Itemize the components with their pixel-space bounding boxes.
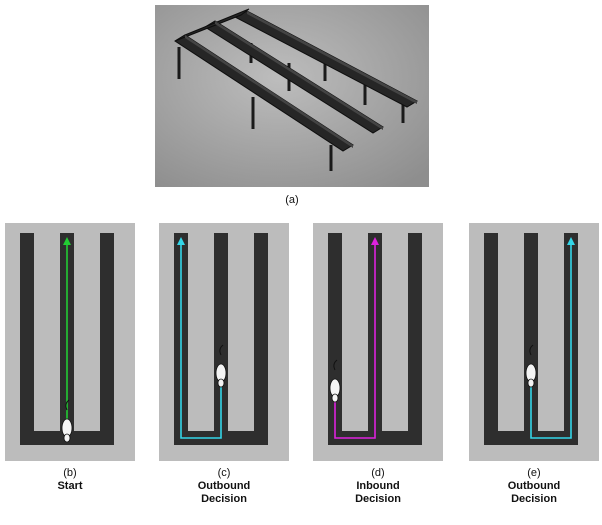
rat-icon [215,344,227,388]
rat-icon [525,344,537,388]
panel-title: Start [57,480,83,492]
panel-tag: (d) [371,467,385,479]
panel-title: Decision [511,493,557,505]
panel-title: Outbound [507,480,561,492]
rat-icon [61,399,73,443]
panel-title: Inbound [356,480,400,492]
w-maze-3d-render [155,5,429,187]
panel-tag: (b) [63,467,77,479]
w-maze-topview-4 [469,223,599,461]
panel-tag: (e) [527,467,541,479]
panel-title: Decision [355,493,401,505]
panel-label-1: (b)Start [0,467,140,493]
panel-tag: (c) [217,467,231,479]
w-maze-topview-2 [159,223,289,461]
w-maze-topview-3 [313,223,443,461]
panel-title: Decision [201,493,247,505]
rat-icon [329,359,341,403]
panel-a-label: (a) [285,194,299,206]
w-maze-topview-1 [5,223,135,461]
panel-title: Outbound [197,480,251,492]
